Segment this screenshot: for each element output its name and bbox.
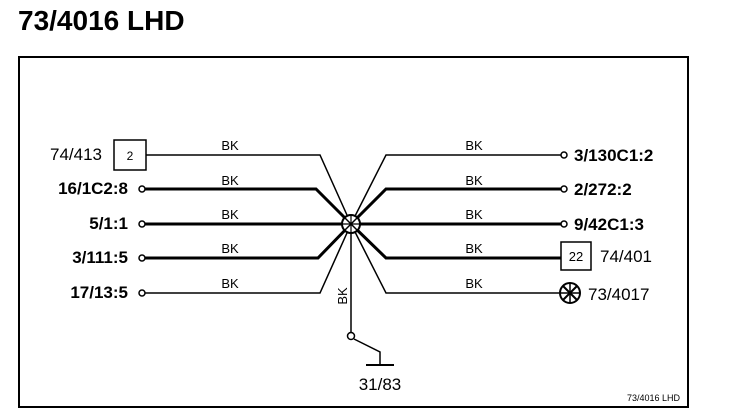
right-label-2-272-2: 2/272:2 xyxy=(574,180,632,199)
ground-icon xyxy=(353,338,394,366)
footer-code: 73/4016 LHD xyxy=(627,393,681,403)
left-label-16-1c2-8: 16/1C2:8 xyxy=(58,179,128,198)
connector-box-74-401 xyxy=(560,241,592,271)
left-label-3-111-5: 3/111:5 xyxy=(72,248,128,267)
wire-left-5 xyxy=(145,223,352,294)
wire-color-left-3: BK xyxy=(221,207,239,222)
right-label-74-401: 74/401 xyxy=(600,247,652,266)
connector-pin-74-401: 22 xyxy=(569,249,583,264)
right-label-9-42c1-3: 9/42C1:3 xyxy=(574,215,644,234)
terminal-right-1 xyxy=(560,151,568,159)
right-label-3-130c1-2: 3/130C1:2 xyxy=(574,146,653,165)
lamp-icon xyxy=(559,282,581,304)
wire-right-2 xyxy=(349,187,561,226)
wire-right-1 xyxy=(350,154,561,225)
terminal-ground xyxy=(346,331,356,341)
wire-color-left-2: BK xyxy=(221,173,239,188)
terminal-right-2 xyxy=(560,185,568,193)
ground-label: 31/83 xyxy=(359,375,402,394)
wire-right-5 xyxy=(350,223,559,294)
wire-left-4 xyxy=(145,222,353,260)
wire-color-right-2: BK xyxy=(465,173,483,188)
wire-color-right-3: BK xyxy=(465,207,483,222)
wire-color-right-1: BK xyxy=(465,138,483,153)
wire-left-2 xyxy=(145,187,353,226)
wire-color-ground: BK xyxy=(335,287,350,305)
wire-color-right-5: BK xyxy=(465,276,483,291)
connector-box-74-413 xyxy=(113,139,147,171)
connector-pin-74-413: 2 xyxy=(127,149,134,163)
wire-color-left-1: BK xyxy=(221,138,239,153)
terminal-right-3 xyxy=(560,220,568,228)
wire-color-left-4: BK xyxy=(221,241,239,256)
left-label-5-1-1: 5/1:1 xyxy=(89,214,128,233)
terminal-left-2 xyxy=(138,185,146,193)
terminal-left-4 xyxy=(138,254,146,262)
wire-right-4 xyxy=(349,222,561,260)
wire-color-left-5: BK xyxy=(221,276,239,291)
left-label-74-413: 74/413 xyxy=(50,145,102,164)
splice-icon xyxy=(341,214,361,234)
right-label-73-4017: 73/4017 xyxy=(588,285,649,304)
left-label-17-13-5: 17/13:5 xyxy=(70,283,128,302)
wire-color-right-4: BK xyxy=(465,241,483,256)
wire-left-1 xyxy=(146,154,352,225)
terminal-left-3 xyxy=(138,220,146,228)
diagram-frame xyxy=(18,56,689,408)
page-title: 73/4016 LHD xyxy=(18,5,185,36)
terminal-left-5 xyxy=(138,289,146,297)
